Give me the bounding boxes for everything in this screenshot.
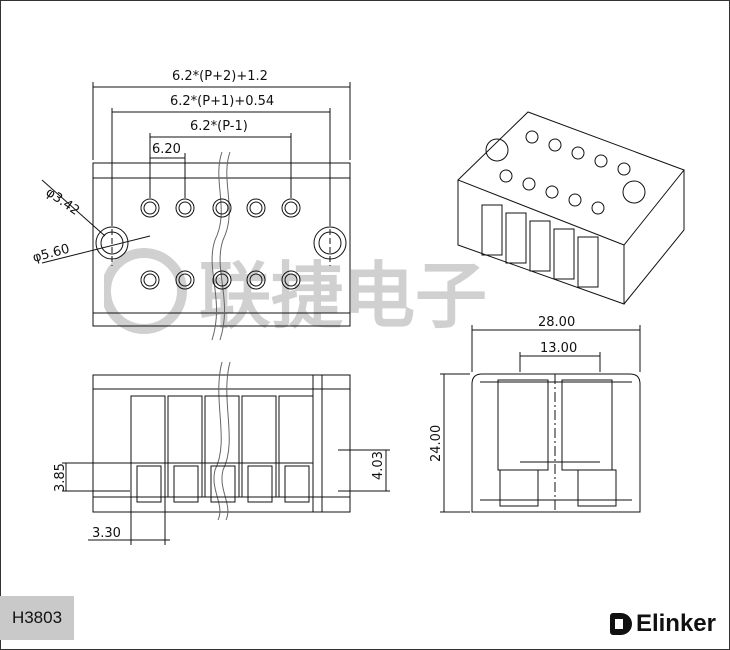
side-view [440,325,641,513]
brand-logo: Elinker [609,610,716,638]
dim-slot-width: 3.30 [92,526,121,541]
front-view [62,361,390,545]
dim-overall-width: 6.2*(P+2)+1.2 [172,69,268,84]
dim-slot-depth: 4.03 [371,451,386,480]
dim-hole-dia: φ3.42 [43,185,82,219]
bottom-row-holes [140,270,301,290]
brand-name: Elinker [635,610,716,637]
isometric-view [457,111,685,305]
part-number-label: H3803 [0,596,74,640]
dim-mount-span: 6.2*(P+1)+0.54 [170,94,274,109]
dim-pitch: 6.20 [152,142,181,157]
iso-holes [499,130,631,215]
watermark-logo: 联捷电子 [104,248,487,336]
iso-slots [481,204,599,288]
dim-inner: 13.00 [540,341,577,356]
brand-mark-icon [609,613,632,635]
dim-depth: 28.00 [538,315,575,330]
dimension-labels: 6.2*(P+2)+1.2 6.2*(P+1)+0.54 6.2*(P-1) 6… [31,69,577,541]
top-view [41,151,351,341]
slots [130,395,314,503]
dim-slot-height: 3.85 [53,463,68,492]
dim-mount-dia: φ5.60 [31,242,71,266]
dim-pin-span: 6.2*(P-1) [190,119,248,134]
top-row-holes [140,198,301,218]
part-number-text: H3803 [11,608,63,627]
dim-height: 24.00 [429,425,444,462]
top-dimensions [92,82,351,225]
watermark-text: 联捷电子 [199,254,487,336]
